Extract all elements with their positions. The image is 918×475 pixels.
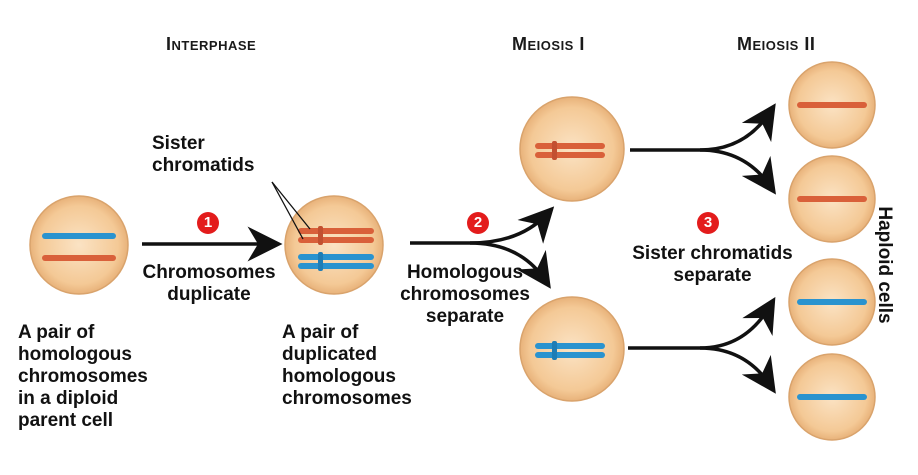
haploid-cells-label: Haploid cells <box>874 206 895 324</box>
step-badge-2: 2 <box>467 212 489 234</box>
blue-chromosome <box>42 233 116 239</box>
arrow-meiosis2-lower-b <box>699 346 776 394</box>
parent-cell <box>29 195 129 295</box>
meiosis1-cell-red <box>519 96 625 202</box>
step-badge-3: 3 <box>697 212 719 234</box>
meiosis1-heading: MEIOSIS I <box>512 34 585 54</box>
duplicated-cell <box>284 195 384 295</box>
haploid-cell-red-2 <box>788 155 876 243</box>
arrow-meiosis2-lower-a <box>628 296 776 350</box>
pointer-line <box>271 181 311 230</box>
arrow-meiosis2-upper-a <box>630 103 776 152</box>
step-badge-1: 1 <box>197 212 219 234</box>
red-chromosome <box>42 255 116 261</box>
interphase-heading: INTERPHASE <box>166 34 257 54</box>
arrow-meiosis2-upper-b <box>699 148 776 195</box>
homologous-separate-label: Homologous chromosomes separate <box>400 262 530 327</box>
sister-separate-label: Sister chromatids separate <box>632 243 793 286</box>
pointer-line <box>271 181 304 240</box>
parent-cell-caption: A pair of homologous chromosomes in a di… <box>18 322 148 431</box>
haploid-cell-red-1 <box>788 61 876 149</box>
haploid-cell-blue-1 <box>788 258 876 346</box>
chromosomes-duplicate-label: Chromosomes duplicate <box>142 262 276 305</box>
arrow-meiosis1-down <box>469 241 551 289</box>
haploid-cell-blue-2 <box>788 353 876 441</box>
meiosis2-heading: MEIOSIS II <box>737 34 816 54</box>
meiosis1-cell-blue <box>519 296 625 402</box>
sister-chromatids-label: Sister chromatids <box>152 133 255 176</box>
duplicated-caption: A pair of duplicated homologous chromoso… <box>282 322 412 409</box>
